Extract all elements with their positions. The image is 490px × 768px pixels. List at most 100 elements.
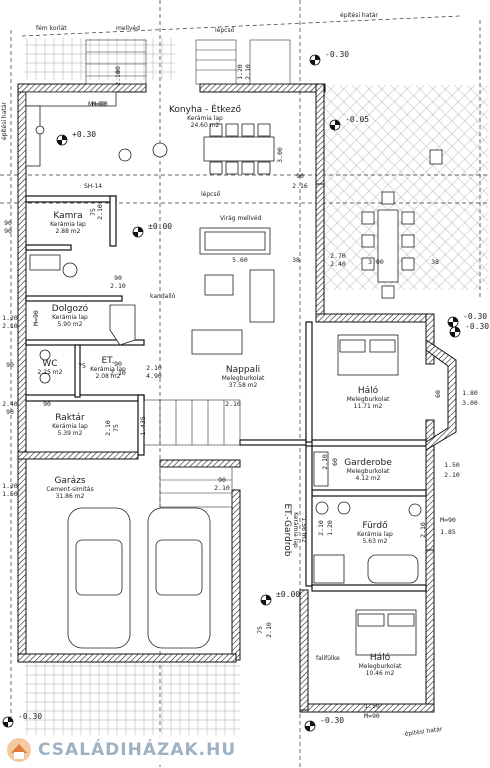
level-marker: -0.30 bbox=[447, 312, 487, 328]
level-marker-fill bbox=[310, 55, 320, 65]
level-value: -0.30 bbox=[325, 50, 349, 59]
logo-text: CSALÁDIHÁZAK.HU bbox=[38, 740, 237, 760]
dimension-label: 90 bbox=[4, 219, 12, 227]
dimension-label: 2.10 bbox=[2, 322, 18, 330]
level-markers: -0.30 +0.30 -0.05 ±0.00 ±0.00 -0.30 -0.30 -0.30… bbox=[2, 50, 489, 732]
dimension-label: 3.00 bbox=[462, 399, 478, 407]
level-marker: +0.30 bbox=[56, 130, 96, 146]
dimension-label: 1.50 bbox=[364, 702, 380, 710]
dimension-label: 75 bbox=[256, 626, 264, 634]
room-name: Kamra bbox=[53, 211, 82, 221]
room-name: ET. bbox=[102, 356, 115, 366]
level-marker-fill bbox=[305, 721, 315, 731]
dimension-label: 2.10 bbox=[114, 70, 122, 86]
label-falifulke: falifülke bbox=[316, 655, 340, 662]
room-area: 24.60 m2 bbox=[191, 122, 220, 129]
dimension-label: 90 bbox=[6, 408, 14, 416]
level-value: ±0.00 bbox=[148, 222, 172, 231]
level-marker: -0.30 bbox=[309, 50, 349, 66]
dimension-label: 60 bbox=[434, 390, 442, 398]
level-value: -0.30 bbox=[320, 716, 344, 725]
dimension-label: M=90 bbox=[440, 516, 456, 524]
room-floor: Melegburkolat bbox=[222, 375, 265, 382]
room-name: Háló bbox=[370, 652, 391, 663]
dimension-label: 2.10 bbox=[96, 204, 104, 220]
dimension-label: 75 bbox=[78, 362, 86, 370]
dimension-label: 2.10 bbox=[265, 622, 273, 638]
annotations: fém korlát mellvéd lépcső építési határ … bbox=[1, 12, 443, 738]
level-marker-fill bbox=[261, 595, 271, 605]
dimension-label: 5.60 bbox=[232, 256, 248, 264]
label-epitesi-hatar: építési határ bbox=[340, 12, 378, 19]
dimension-label: 2.10 bbox=[104, 420, 112, 436]
garage-cars bbox=[67, 507, 211, 649]
terrace-furniture bbox=[361, 149, 443, 299]
bedroom-furniture bbox=[29, 254, 422, 656]
dimension-label: 90 bbox=[114, 360, 122, 368]
room-area: 5.39 m2 bbox=[58, 430, 83, 437]
dimension-label: 2.40 bbox=[330, 260, 346, 268]
label-lepcso-top: lépcső bbox=[215, 27, 235, 34]
room-area: 10.46 m2 bbox=[366, 670, 395, 677]
room-floor: Kerámia lap bbox=[50, 221, 86, 228]
dimension-label: 38 bbox=[292, 256, 300, 264]
level-value: -0.30 bbox=[18, 712, 42, 721]
room-floor: Kerámia lap bbox=[52, 314, 88, 321]
dimension-label: 2.16 bbox=[292, 182, 308, 190]
dimension-label: M=90 bbox=[32, 310, 40, 326]
dimension-label: 75 bbox=[89, 208, 97, 216]
level-value: -0.05 bbox=[345, 115, 369, 124]
interior-stair bbox=[143, 399, 241, 508]
dimension-label: 90 bbox=[114, 66, 122, 74]
room-floor: Melegburkolat bbox=[359, 663, 402, 670]
dimension-label: 3.00 bbox=[276, 147, 284, 163]
room-area: 1.56 m2 bbox=[300, 518, 307, 543]
top-terrace-tiles bbox=[25, 38, 175, 80]
label-footer: építési határ bbox=[404, 726, 443, 738]
site-logo: CSALÁDIHÁZAK.HU bbox=[4, 735, 243, 765]
house-logo-icon bbox=[7, 738, 31, 762]
dimension-label: 2.10 bbox=[321, 454, 329, 470]
room-name: Háló bbox=[358, 385, 379, 396]
dimension-label: 1.435 bbox=[139, 416, 147, 436]
room-name: Garderobe bbox=[344, 458, 392, 468]
dimension-label: 38 bbox=[431, 258, 439, 266]
dimension-label: 90 bbox=[114, 274, 122, 282]
dimension-label: 3.00 bbox=[368, 258, 384, 266]
room-floor: Kerámia lap bbox=[292, 512, 299, 548]
label-fem-korlat: fém korlát bbox=[36, 25, 67, 32]
level-marker-fill bbox=[450, 327, 460, 337]
level-marker-fill bbox=[57, 135, 67, 145]
room-name: Nappali bbox=[226, 365, 260, 375]
dimension-label: 2.10 bbox=[317, 520, 325, 536]
room-floor: Kerámia lap bbox=[52, 423, 88, 430]
dimension-label: 2.10 bbox=[214, 484, 230, 492]
terrace-tiles bbox=[318, 85, 488, 290]
room-floor: Melegburkolat bbox=[347, 468, 390, 475]
dimension-label: 2.10 bbox=[225, 400, 241, 408]
room-floor: Kerámia lap bbox=[90, 366, 126, 373]
level-marker-fill bbox=[133, 227, 143, 237]
dimension-label: 90 bbox=[4, 227, 12, 235]
room-name: Fürdő bbox=[362, 521, 388, 531]
dimension-label: 2.70 bbox=[330, 252, 346, 260]
level-marker: ±0.00 bbox=[260, 590, 300, 606]
dimension-label: 2.10 bbox=[146, 364, 162, 372]
dimension-label: 1.80 bbox=[462, 389, 478, 397]
dimension-label: 90 bbox=[6, 361, 14, 369]
dimension-label: 1.20 bbox=[2, 314, 18, 322]
dimension-label: 1.50 bbox=[444, 461, 460, 469]
interior-walls bbox=[25, 195, 427, 592]
bay-window-bedroom bbox=[425, 339, 457, 451]
dimension-label: 1.20 bbox=[2, 482, 18, 490]
room-name: WC bbox=[42, 359, 57, 369]
room-floor: Kerámia lap bbox=[187, 115, 223, 122]
room-area: 5.90 m2 bbox=[58, 321, 83, 328]
exterior-walls bbox=[17, 83, 435, 713]
room-name: Konyha - Étkező bbox=[169, 103, 242, 115]
room-name: Garázs bbox=[54, 476, 85, 486]
level-marker: -0.30 bbox=[2, 712, 42, 728]
label-virag-mellved: Virág mellvéd bbox=[220, 215, 262, 222]
